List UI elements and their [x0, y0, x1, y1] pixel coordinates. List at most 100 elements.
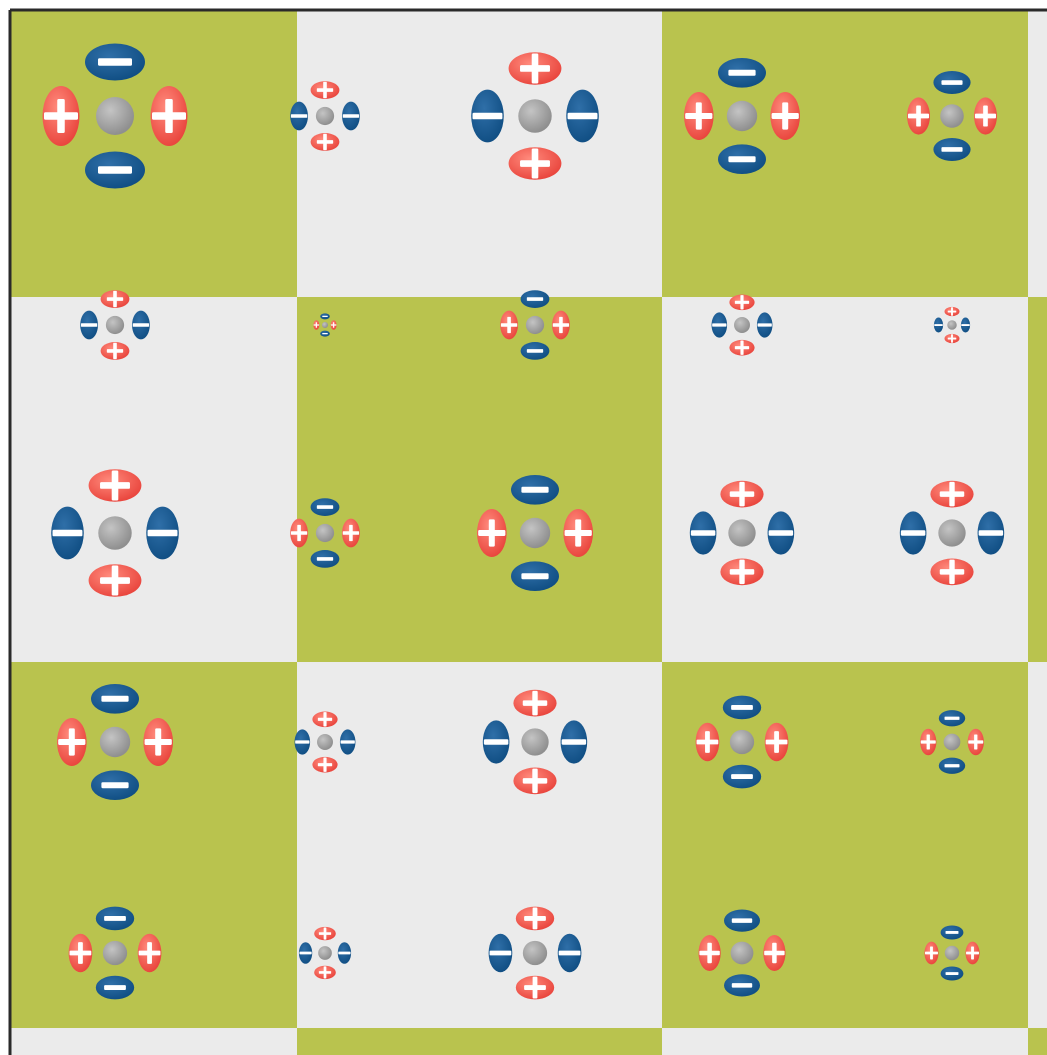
negative-lobe [338, 942, 351, 964]
positive-lobe [311, 133, 340, 151]
negative-lobe [941, 966, 964, 980]
negative-lobe [471, 90, 504, 143]
negative-lobe [96, 976, 134, 1000]
positive-lobe [763, 935, 785, 971]
positive-lobe [101, 342, 130, 360]
negative-lobe [933, 138, 970, 161]
negative-lobe [723, 696, 761, 720]
center-atom [734, 317, 750, 333]
negative-lobe [295, 729, 311, 754]
center-atom [940, 104, 964, 128]
positive-lobe [509, 52, 562, 85]
checker-tile [1028, 662, 1047, 1028]
center-atom [521, 728, 548, 755]
center-atom [318, 946, 332, 960]
negative-lobe [757, 312, 773, 337]
checker-tile [297, 297, 662, 662]
negative-lobe [718, 58, 766, 88]
negative-lobe [340, 729, 356, 754]
negative-lobe [132, 311, 150, 340]
negative-lobe [311, 550, 340, 568]
negative-lobe [342, 102, 360, 131]
positive-lobe [945, 307, 960, 316]
checker-tile [10, 10, 297, 297]
center-atom [322, 322, 328, 328]
negative-lobe [723, 765, 761, 789]
positive-lobe [290, 519, 308, 548]
negative-lobe [96, 907, 134, 931]
negative-lobe [91, 684, 139, 714]
positive-lobe [720, 559, 763, 586]
negative-lobe [561, 720, 588, 763]
negative-lobe [511, 561, 559, 591]
negative-lobe [85, 152, 145, 189]
center-atom [728, 519, 755, 546]
negative-lobe [900, 511, 927, 554]
negative-lobe [724, 974, 760, 996]
positive-lobe [342, 519, 360, 548]
negative-lobe [690, 511, 717, 554]
positive-lobe [696, 723, 720, 761]
checker-tile [297, 10, 662, 297]
center-atom [526, 316, 544, 334]
positive-lobe [974, 97, 997, 134]
checker-tile [662, 1028, 1028, 1055]
center-atom [103, 941, 127, 965]
negative-lobe [978, 511, 1005, 554]
positive-lobe [151, 86, 188, 146]
positive-lobe [968, 729, 984, 755]
negative-lobe [934, 318, 943, 333]
checker-tile [662, 662, 1028, 1028]
positive-lobe [331, 320, 337, 330]
center-atom [316, 524, 334, 542]
checker-tile [662, 10, 1028, 297]
positive-lobe [924, 942, 938, 965]
positive-lobe [563, 509, 593, 557]
positive-lobe [513, 768, 556, 795]
checker-tile [10, 1028, 297, 1055]
positive-lobe [770, 92, 800, 140]
negative-lobe [939, 710, 965, 726]
positive-lobe [965, 942, 979, 965]
center-atom [106, 316, 124, 334]
negative-lobe [311, 498, 340, 516]
center-atom [520, 518, 550, 548]
positive-lobe [500, 311, 518, 340]
negative-lobe [290, 102, 308, 131]
positive-lobe [720, 481, 763, 508]
positive-lobe [57, 718, 87, 766]
negative-lobe [768, 511, 795, 554]
positive-lobe [138, 934, 162, 972]
center-atom [938, 519, 965, 546]
positive-lobe [920, 729, 936, 755]
positive-lobe [312, 712, 337, 728]
positive-lobe [69, 934, 93, 972]
positive-lobe [477, 509, 507, 557]
negative-lobe [724, 910, 760, 932]
negative-lobe [146, 507, 179, 560]
positive-lobe [43, 86, 80, 146]
checker-tile [10, 297, 297, 662]
positive-lobe [729, 295, 754, 311]
checker-tile [1028, 297, 1047, 662]
negative-lobe [511, 475, 559, 505]
negative-lobe [558, 934, 582, 972]
center-atom [945, 946, 959, 960]
negative-lobe [320, 331, 330, 337]
positive-lobe [765, 723, 789, 761]
negative-lobe [941, 925, 964, 939]
positive-lobe [930, 559, 973, 586]
positive-lobe [314, 966, 336, 979]
center-atom [947, 320, 957, 330]
negative-lobe [718, 144, 766, 174]
center-atom [731, 942, 754, 965]
positive-lobe [552, 311, 570, 340]
negative-lobe [320, 313, 330, 319]
negative-lobe [961, 318, 970, 333]
center-atom [727, 101, 757, 131]
negative-lobe [939, 758, 965, 774]
center-atom [730, 730, 754, 754]
negative-lobe [483, 720, 510, 763]
center-atom [518, 99, 551, 132]
